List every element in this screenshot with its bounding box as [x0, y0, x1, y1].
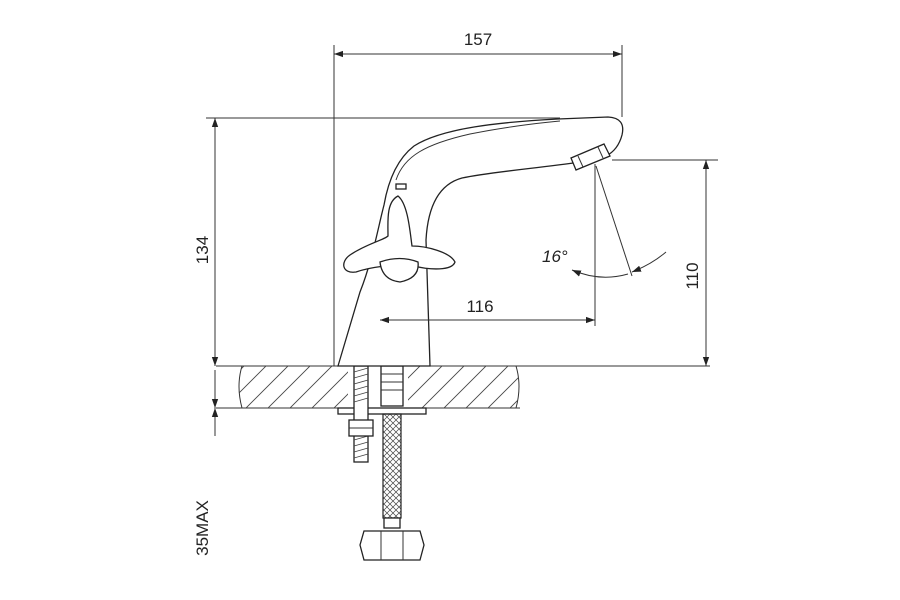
countertop [216, 365, 710, 409]
dimension-spout-reach: 116 [380, 164, 596, 326]
dimension-116-label: 116 [466, 297, 493, 316]
dimension-spout-height: 110 [612, 159, 718, 366]
mounting-hardware [337, 365, 427, 561]
faucet-body [337, 116, 624, 367]
dimension-134-label: 134 [193, 236, 212, 264]
dimension-max-thickness: 35MAX [193, 370, 219, 556]
dimension-overall-height: 134 [193, 117, 560, 366]
dimension-35max-label: 35MAX [193, 500, 212, 556]
dimension-overall-length: 157 [333, 30, 623, 366]
angle-16-label: 16° [542, 247, 568, 266]
faucet-handle [343, 195, 456, 283]
dimension-157-label: 157 [464, 30, 492, 49]
dimension-110-label: 110 [683, 262, 702, 289]
dimension-spout-angle: 16° [542, 165, 667, 278]
